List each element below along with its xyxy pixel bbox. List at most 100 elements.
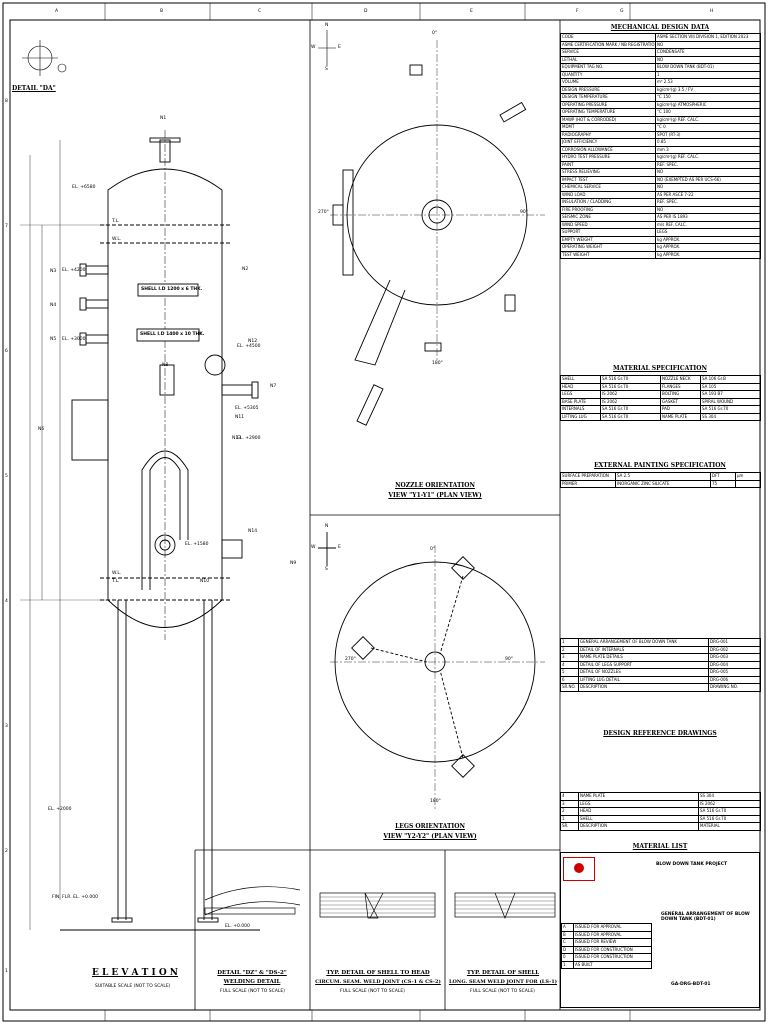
nozzle-tag: N8 xyxy=(162,363,169,368)
material-spec-row-cell: SA 516 Gr.70 xyxy=(600,382,661,391)
design-data-row-cell: EMPTY WEIGHT xyxy=(560,235,656,244)
material-list-row-cell: 3 xyxy=(560,799,579,808)
angle-270: 270° xyxy=(318,210,329,215)
design-data-row-cell: kg APPROX. xyxy=(655,250,761,259)
revision-row-cell: 0 xyxy=(561,953,574,962)
material-spec-row-cell: SA 105 xyxy=(700,382,761,391)
detail-title: TYP. DETAIL OF SHELL TO HEAD xyxy=(326,970,430,976)
revision-row-cell: ISSUED FOR CONSTRUCTION xyxy=(573,945,652,954)
material-list-row-cell: DESCRIPTION xyxy=(578,822,699,831)
design-data-row-cell: 0.85 xyxy=(655,138,761,147)
nozzle-tag: N2 xyxy=(242,267,249,272)
design-data-row-cell: AS PER IS 1893 xyxy=(655,213,761,222)
design-data-row-cell: m³ 2.53 xyxy=(655,78,761,87)
ref-drawing-row-cell: DRG-004 xyxy=(708,660,761,669)
elevation-title: E L E V A T I O N xyxy=(91,968,179,978)
design-data-row-cell: BLOW DOWN TANK (BDT-01) xyxy=(655,63,761,72)
design-data-row-cell: mm 3 xyxy=(655,145,761,154)
legs-view-y2 xyxy=(318,532,545,810)
design-data-row-cell: kg APPROX. xyxy=(655,243,761,252)
design-data-row-cell: OPERATING PRESSURE xyxy=(560,100,656,109)
zone-col: B xyxy=(160,9,164,14)
material-spec-row-cell: NAME PLATE xyxy=(660,412,701,421)
design-data-row-cell: LETHAL xyxy=(560,55,656,64)
nozzle-tag: N12 xyxy=(248,339,258,344)
design-data-row-cell: SEISMIC ZONE xyxy=(560,213,656,222)
material-list-row-cell: NAME PLATE xyxy=(578,792,699,801)
detail-subtitle: WELDING DETAIL xyxy=(223,979,281,985)
zone-row: 3 xyxy=(5,724,8,729)
angle-0: 0° xyxy=(430,547,436,552)
nozzle-tag: N11 xyxy=(235,415,245,420)
material-list-row-cell: HEAD xyxy=(578,807,699,816)
revision-row-cell: ISSUED FOR APPROVAL xyxy=(573,930,652,939)
ref-drawings-title: DESIGN REFERENCE DRAWINGS xyxy=(603,730,717,737)
design-data-row-cell: REF. SPEC. xyxy=(655,198,761,207)
material-list-title: MATERIAL LIST xyxy=(632,843,688,850)
design-data-row: EQUIPMENT TAG NO.BLOW DOWN TANK (BDT-01) xyxy=(560,63,761,72)
design-data-row-cell: EQUIPMENT TAG NO. xyxy=(560,63,656,72)
design-data-row-cell: kg/cm²(g) ATMOSPHERIC xyxy=(655,100,761,109)
material-spec-title: MATERIAL SPECIFICATION xyxy=(613,365,707,372)
painting-row-cell: PRIMER xyxy=(560,479,616,488)
design-data-row-cell: LEGS xyxy=(655,228,761,237)
material-spec-row-cell: LIFTING LUG xyxy=(560,412,601,421)
detail-da-title: DETAIL "DA" xyxy=(12,85,56,92)
design-data-row-cell: 1 xyxy=(655,70,761,79)
material-spec-row-cell: BASE PLATE xyxy=(560,397,601,406)
design-data-row-cell: WIND LOAD xyxy=(560,190,656,199)
material-list-row-cell: 2 xyxy=(560,807,579,816)
material-spec-row-cell: SA 516 Gr.70 xyxy=(700,405,761,414)
design-data-row-cell: OPERATING WEIGHT xyxy=(560,243,656,252)
painting-title: EXTERNAL PAINTING SPECIFICATION xyxy=(594,462,726,469)
material-spec-row-cell: PAD xyxy=(660,405,701,414)
design-data-row-cell: PAINT xyxy=(560,160,656,169)
design-data-row-cell: °C 0 xyxy=(655,123,761,132)
angle-180: 180° xyxy=(430,799,441,804)
design-data-row-cell: MDMT xyxy=(560,123,656,132)
zone-col: H xyxy=(710,9,714,14)
design-data-row-cell: NO (EXEMPTED AS PER UCS-66) xyxy=(655,175,761,184)
design-data-row-cell: JOINT EFFICIENCY xyxy=(560,138,656,147)
ref-drawing-row-cell: LIFTING LUG DETAIL xyxy=(578,675,709,684)
design-data-row-cell: STRESS RELIEVING xyxy=(560,168,656,177)
plan-view-title: NOZZLE ORIENTATION xyxy=(395,482,475,489)
design-data-row-cell: QUANTITY xyxy=(560,70,656,79)
compass-plan xyxy=(318,30,336,66)
legs-view-title: LEGS ORIENTATION xyxy=(395,823,465,830)
drawing-title: GENERAL ARRANGEMENT OF BLOW DOWN TANK (B… xyxy=(661,912,750,922)
design-data-row-cell: NO xyxy=(655,55,761,64)
vessel-elevation xyxy=(20,130,260,931)
compass-n: N xyxy=(325,23,329,28)
revision-row-cell: B xyxy=(561,930,574,939)
level-label: EL. +3000 xyxy=(62,337,86,342)
material-list-row-cell: SR. xyxy=(560,822,579,831)
design-data-row-cell: MAWP (HOT & CORRODED) xyxy=(560,115,656,124)
